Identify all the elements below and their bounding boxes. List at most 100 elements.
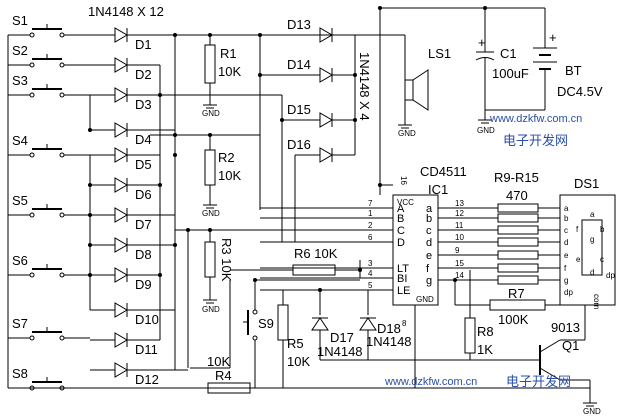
diode-d10: D10 <box>90 302 175 327</box>
svg-text:13: 13 <box>455 199 464 208</box>
svg-text:S4: S4 <box>12 133 28 148</box>
watermark-cn-bottom: 电子开发网 <box>506 374 571 389</box>
svg-text:1K: 1K <box>477 342 493 357</box>
svg-text:g: g <box>426 275 432 287</box>
resistor-r7: R7 100K <box>489 286 560 327</box>
diode-d18: D18 1N4148 <box>359 290 412 349</box>
svg-text:1N4148: 1N4148 <box>366 334 412 349</box>
ic-pin-d: 10d <box>426 233 498 249</box>
switch-s9: S9 <box>243 280 274 388</box>
svg-text:S6: S6 <box>12 253 28 268</box>
svg-text:+: + <box>478 35 486 50</box>
resistor-r12 <box>497 237 560 247</box>
svg-text:S8: S8 <box>12 366 28 381</box>
svg-text:D: D <box>397 237 405 249</box>
svg-text:S1: S1 <box>12 13 28 28</box>
svg-text:15: 15 <box>455 259 464 268</box>
gnd-r2: GND <box>202 204 220 218</box>
svg-text:10K: 10K <box>218 168 241 183</box>
switch-s2: S2 <box>8 43 90 68</box>
svg-text:B: B <box>397 213 404 225</box>
diode-d2: D2 <box>90 57 160 82</box>
svg-text:CD4511: CD4511 <box>420 164 467 179</box>
svg-text:D8: D8 <box>135 247 152 262</box>
switch-s5: S5 <box>8 193 90 218</box>
ds1-pin-c: c <box>564 226 568 235</box>
svg-text:10K: 10K <box>207 354 230 369</box>
capacitor-c1: + C1 100uF <box>475 8 529 120</box>
svg-text:b: b <box>426 213 432 225</box>
ds1-seg-f: f <box>576 225 579 234</box>
svg-text:S7: S7 <box>12 316 28 331</box>
svg-text:a: a <box>426 203 433 215</box>
svg-text:f: f <box>426 263 430 275</box>
switch-s4: S4 <box>8 133 90 158</box>
gnd-r3: GND <box>202 299 220 314</box>
ic-pin-b: 12 b <box>426 209 498 225</box>
ds1-pin-b: b <box>564 214 569 223</box>
svg-text:D17: D17 <box>330 330 354 345</box>
ds1-seg-g: g <box>590 235 594 244</box>
svg-text:4: 4 <box>368 269 373 278</box>
svg-text:GND: GND <box>477 126 495 135</box>
svg-text:R4: R4 <box>215 368 232 383</box>
r9-r15-label: R9-R15 <box>494 170 539 185</box>
r9-r15-value: 470 <box>506 188 528 203</box>
ds1-seg-a: a <box>590 210 595 219</box>
svg-text:D3: D3 <box>135 97 152 112</box>
svg-text:S2: S2 <box>12 43 28 58</box>
battery-bt: + BT DC4.5V <box>485 8 603 111</box>
svg-text:Q1: Q1 <box>562 338 579 353</box>
svg-text:VCC: VCC <box>397 198 414 207</box>
svg-text:12: 12 <box>455 209 464 218</box>
resistor-r8: R8 1K <box>464 317 494 360</box>
diode-d14: D14 <box>287 57 355 83</box>
svg-text:GND: GND <box>416 295 434 304</box>
svg-text:GND: GND <box>202 109 220 118</box>
diode-d5: D5 <box>90 147 160 172</box>
diode-d15: D15 <box>287 102 355 128</box>
svg-text:11: 11 <box>455 221 464 230</box>
svg-text:D18: D18 <box>377 321 401 336</box>
svg-text:9: 9 <box>455 246 460 255</box>
ds1-pin-dp: dp <box>564 288 573 297</box>
ic-pin-f: 15 f <box>426 259 498 275</box>
diode-d3: D3 <box>90 87 160 112</box>
diode-d6: D6 <box>90 177 160 202</box>
transistor-q1: 9013 Q1 <box>520 305 590 381</box>
diode-d7: D7 <box>90 207 175 232</box>
svg-text:LT: LT <box>397 263 409 275</box>
svg-text:9013: 9013 <box>551 320 580 335</box>
ds1-pin-f: f <box>564 264 567 273</box>
ds1-seg-c: c <box>600 255 604 264</box>
ds1-seg-dp: dp <box>606 271 615 280</box>
watermark-cn-top: 电子开发网 <box>503 133 568 148</box>
ic-pin-g: 14g <box>426 271 498 287</box>
switch-s6: S6 <box>8 253 90 278</box>
ic-pin-e: 9e <box>426 246 498 262</box>
svg-text:2: 2 <box>368 221 373 230</box>
svg-text:D2: D2 <box>135 67 152 82</box>
ds1-seg-d: d <box>590 268 594 277</box>
resistor-r5: R5 10K <box>277 304 310 388</box>
gnd-bottom: GND <box>583 407 601 416</box>
resistor-r2: R2 10K <box>204 135 241 205</box>
svg-text:6: 6 <box>368 233 373 242</box>
diode-d1: D1 <box>90 27 175 52</box>
svg-text:R7: R7 <box>508 286 525 301</box>
svg-text:8: 8 <box>402 319 407 328</box>
svg-text:D15: D15 <box>287 102 311 117</box>
switch-s1: S1 <box>8 13 90 38</box>
svg-text:C1: C1 <box>500 46 517 61</box>
svg-text:S9: S9 <box>258 316 274 331</box>
gnd-ls1: GND <box>398 124 416 138</box>
ic-pin-c: 11c <box>426 221 498 237</box>
svg-text:3: 3 <box>368 259 373 268</box>
resistor-r11 <box>497 225 560 235</box>
svg-text:e: e <box>426 250 432 262</box>
svg-text:D7: D7 <box>135 217 152 232</box>
diode-d11: D11 <box>90 332 160 357</box>
svg-text:LE: LE <box>397 285 410 297</box>
